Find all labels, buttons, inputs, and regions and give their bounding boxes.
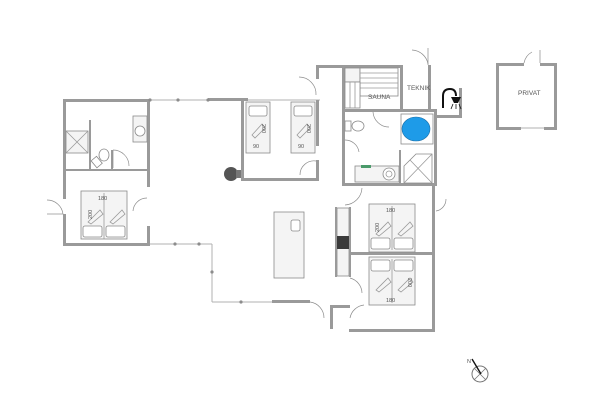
room-label-sauna: SAUNA [368, 94, 391, 101]
privat-annex: PRIVAT [496, 50, 557, 130]
bathtub-icon [400, 113, 434, 145]
sauna-bath-block: SAUNA TEKNIK [342, 48, 437, 186]
bed-length-label: 200 [375, 223, 381, 232]
twin-bedroom: 90 200 90 200 [241, 65, 359, 181]
living-area [148, 98, 325, 319]
wood-stove-icon [224, 167, 244, 181]
right-bedrooms: 180 200 180 200 [330, 186, 447, 332]
bed-single-2: 90 200 [290, 101, 316, 154]
bed-width-label: 90 [298, 144, 304, 150]
sink-icon [134, 125, 146, 137]
bed-width-label: 180 [386, 298, 395, 304]
bed-length-label: 200 [260, 124, 266, 133]
bed-single-1: 90 200 [245, 101, 271, 154]
shower-icon [437, 87, 462, 118]
bed-width-label: 180 [98, 196, 107, 202]
bed-length-label: 200 [406, 278, 412, 287]
sauna-bench [344, 67, 399, 109]
washing-machine-icon [382, 167, 396, 181]
bed-length-label: 200 [88, 210, 94, 219]
room-label-privat: PRIVAT [518, 90, 541, 97]
bed-length-label: 200 [305, 124, 311, 133]
bed-width-label: 180 [386, 208, 395, 214]
oven-icon [337, 236, 349, 249]
bed-master: 180 200 [80, 190, 128, 240]
kitchen-sink-icon [290, 219, 301, 232]
toilet-icon [98, 148, 110, 162]
room-label-teknik: TEKNIK [407, 85, 431, 92]
toilet-icon [351, 120, 365, 132]
bed-double-top: 180 200 [368, 203, 416, 253]
compass-label: N [467, 359, 471, 365]
bed-width-label: 90 [253, 144, 259, 150]
shower-tray [399, 150, 433, 184]
left-wing: 180 200 [46, 99, 150, 246]
bed-double-bottom: 180 200 [368, 256, 416, 306]
north-arrow-icon: N [467, 358, 489, 383]
